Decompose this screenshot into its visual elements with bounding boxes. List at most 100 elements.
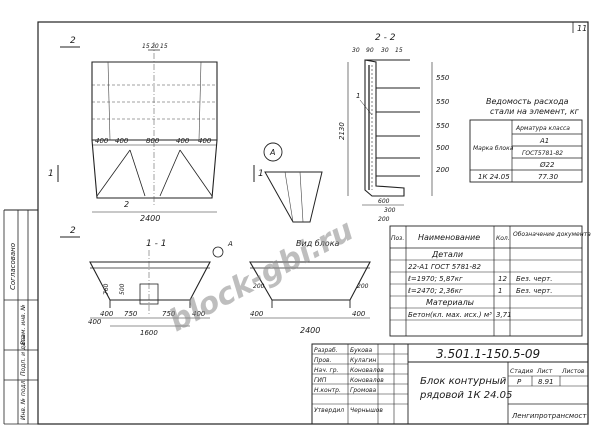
spec-header-pos: Поз. — [391, 235, 404, 242]
spec-row-3-name: ℓ=2470; 2,36кг — [407, 287, 463, 295]
sec22-rebar-mark: 1 — [356, 92, 360, 100]
spec-concrete-qty: 3,71 — [496, 311, 512, 319]
section-mark-2-bottom: 2 — [70, 226, 76, 236]
steel-class: А1 — [539, 137, 549, 145]
page-number: 11 — [577, 24, 587, 33]
spec-section-materials: Материалы — [426, 298, 474, 307]
stamp-role-1: Разраб. — [314, 347, 338, 354]
section-2-2-title: 2 - 2 — [375, 33, 396, 43]
steel-consumption-table: Ведомость расхода стали на элемент, кг А… — [469, 97, 583, 183]
sec22-dim-right-1: 550 — [436, 74, 450, 82]
stamp-name-3: Коновалов — [350, 367, 384, 374]
section-mark-1-right: 1 — [258, 169, 264, 179]
spec-concrete-name: Бетон(кл. мах. исх.) м³ — [408, 311, 492, 319]
detail-a-marker: А — [269, 148, 275, 157]
sec11-dim-bottom-3: 750 — [162, 310, 176, 318]
title-block: Разраб. Пров. Нач. гр. ГИП Н.контр. Утве… — [311, 343, 589, 425]
sec11-dim-bottom-1: 400 — [100, 310, 114, 318]
strip-label-inventory: Инв. № подл. — [20, 379, 27, 420]
sec22-dim-top-2: 90 — [366, 47, 374, 54]
spec-header-doc: Обозначение документа — [513, 231, 591, 238]
spec-row-2-doc: Без. черт. — [516, 275, 552, 283]
stamp-name-1: Букова — [350, 347, 372, 354]
sec22-dim-bottom-1: 600 — [378, 198, 390, 205]
stamp-sheet-label: Лист — [536, 368, 553, 375]
spec-section-details: Детали — [431, 250, 463, 259]
sec22-dim-top-4: 15 — [395, 47, 403, 54]
stamp-sheet: 8.91 — [538, 378, 554, 386]
sec22-dim-top-3: 30 — [381, 47, 389, 54]
main-mark-2-bottom: 2 — [124, 200, 129, 209]
stamp-stage: Р — [517, 378, 522, 386]
steel-table-title-1: Ведомость расхода — [486, 97, 569, 106]
stamp-title-line-1: Блок контурный — [420, 376, 507, 387]
main-dim-top-2: 20 — [151, 43, 159, 50]
sec22-dim-height: 2130 — [338, 122, 346, 140]
main-dim-400-right: 400 — [198, 137, 212, 145]
sec11-marker-a: А — [227, 240, 233, 248]
steel-col-brand: Марка блока — [473, 145, 514, 152]
section-2-2: 2 - 2 30 90 30 15 550 550 550 500 200 21… — [338, 33, 450, 223]
section-mark-1-left: 1 — [48, 169, 54, 179]
sec11-dim-left-2: 500 — [119, 283, 126, 295]
sec22-dim-bottom-3: 200 — [378, 216, 390, 223]
stamp-role-6: Утвердил — [314, 407, 344, 414]
sec22-dim-right-4: 500 — [436, 144, 450, 152]
sec11-dim-200-a: 200 — [253, 283, 265, 290]
specification-table: Поз. Наименование Кол. Обозначение докум… — [389, 225, 591, 337]
strip-label-sign: Подп. и дата — [20, 335, 27, 376]
main-dim-800: 800 — [146, 137, 160, 145]
spec-row-2-name: ℓ=1970; 5,87кг — [407, 275, 463, 283]
main-dim-top-3: 15 — [160, 43, 168, 50]
stamp-title-line-2: рядовой 1К 24.05 — [419, 390, 512, 401]
spec-row-1-name: 22-А1 ГОСТ 5781-82 — [408, 263, 481, 271]
section-1-1: 1 - 1 А 760 500 400 750 750 400 400 1600… — [88, 239, 371, 337]
spec-row-3-doc: Без. черт. — [516, 287, 552, 295]
sec11-dim-left-1: 760 — [103, 283, 110, 295]
sec22-dim-bottom-2: 300 — [384, 207, 396, 214]
sec11-dim-1600: 1600 — [140, 329, 158, 337]
stamp-name-5: Громова — [350, 387, 377, 394]
section-1-1-title: 1 - 1 — [146, 239, 166, 249]
spec-header-name: Наименование — [418, 233, 480, 242]
main-elevation-view: 15 20 15 400 400 800 400 400 2 2400 2 2 … — [48, 36, 264, 238]
steel-value: 77.30 — [538, 173, 559, 181]
spec-row-2-qty: 12 — [498, 275, 507, 283]
strip-label-replace: Взам. инв. № — [20, 304, 27, 345]
spec-row-3-qty: 1 — [498, 287, 502, 295]
spec-header-qty: Кол. — [496, 235, 510, 242]
section-mark-2-top: 2 — [70, 36, 76, 46]
steel-brand: 1К 24.05 — [478, 173, 510, 181]
main-dim-400-mid-left: 400 — [115, 137, 129, 145]
stamp-name-2: Кулагин — [350, 357, 376, 364]
main-dim-400-mid-right: 400 — [176, 137, 190, 145]
sec11-dim-400-r2: 400 — [352, 310, 366, 318]
stamp-role-2: Пров. — [314, 357, 332, 364]
watermark: block-gbi.ru — [163, 213, 359, 339]
steel-diameter: Ø22 — [539, 161, 555, 169]
sec11-dim-200-b: 200 — [357, 283, 369, 290]
sec22-dim-right-5: 200 — [436, 166, 450, 174]
stamp-organization: Ленгипротрансмост — [511, 412, 587, 420]
strip-label-agreed: Согласовано — [9, 243, 17, 290]
stamp-role-5: Н.контр. — [314, 387, 341, 394]
steel-table-title-2: стали на элемент, кг — [490, 107, 580, 116]
stamp-role-4: ГИП — [314, 377, 327, 384]
sheet-frame — [37, 21, 589, 425]
sec11-dim-400-side: 400 — [88, 318, 102, 326]
main-dim-400-left: 400 — [95, 137, 109, 145]
sec22-dim-right-2: 550 — [436, 98, 450, 106]
detail-a: А Вид блока — [263, 142, 340, 248]
steel-gost: ГОСТ5781-82 — [522, 150, 563, 157]
main-dim-total: 2400 — [140, 214, 160, 223]
sec11-dim-bottom-2: 750 — [124, 310, 138, 318]
drawing-code: 3.501.1-150.5-09 — [436, 347, 540, 361]
main-dim-top-1: 15 — [142, 43, 150, 50]
stamp-name-6: Чернышов — [350, 407, 383, 414]
sec22-dim-top-1: 30 — [352, 47, 360, 54]
sec11-dim-2400: 2400 — [300, 326, 320, 335]
sec11-dim-bottom-4: 400 — [192, 310, 206, 318]
stamp-role-3: Нач. гр. — [314, 367, 339, 374]
